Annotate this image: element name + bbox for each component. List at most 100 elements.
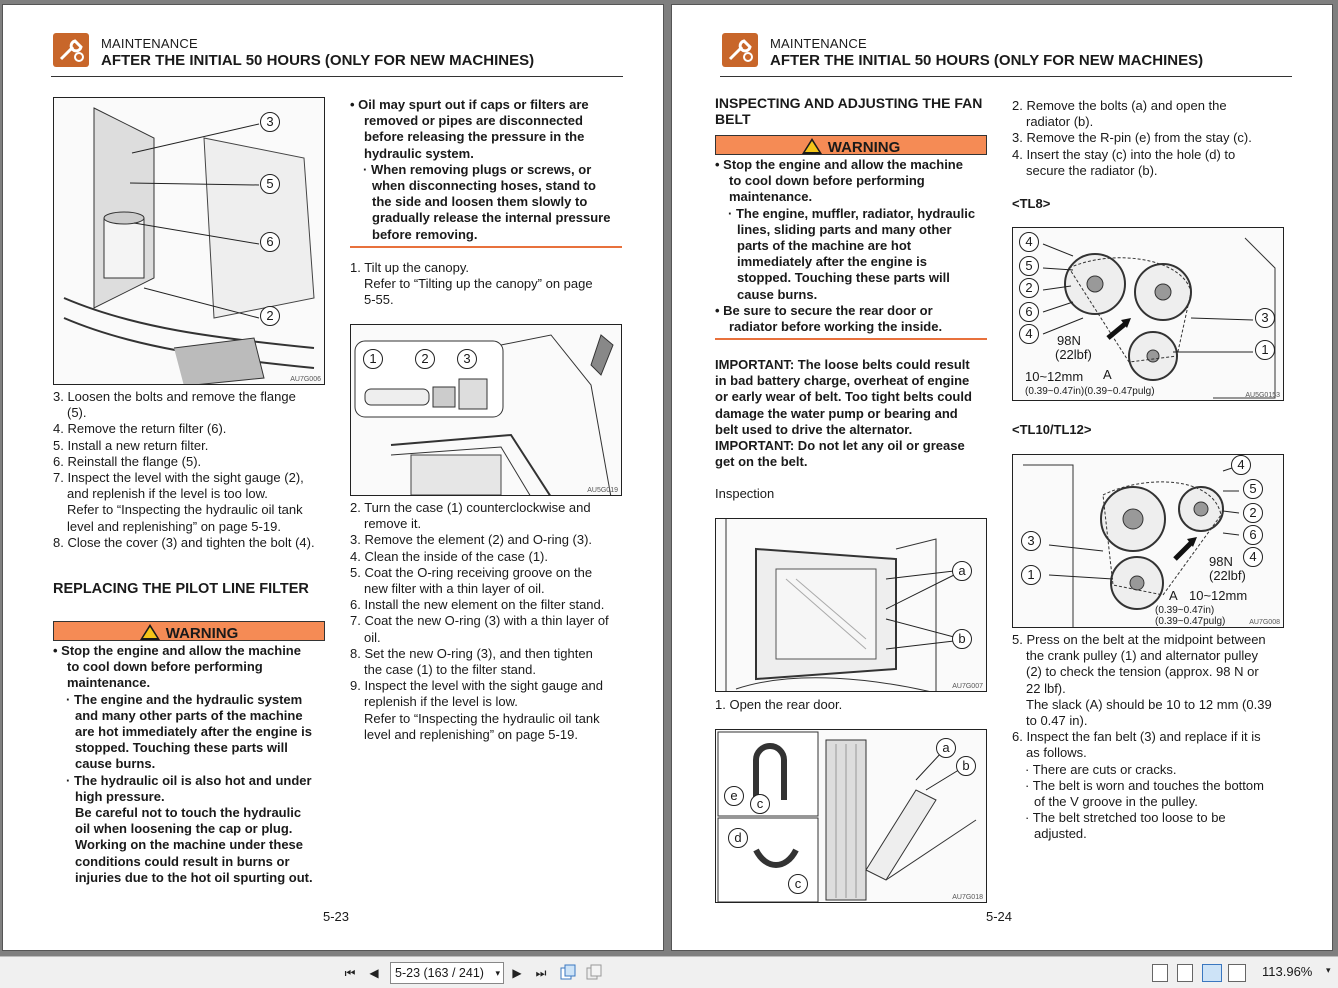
- text-line: 6. Install the new element on the filter…: [350, 597, 605, 613]
- text-line: maintenance.: [729, 189, 813, 205]
- text-line: · When removing plugs or screws, or: [363, 161, 592, 177]
- callout-b: b: [952, 629, 972, 649]
- callout-4: 4: [1019, 324, 1039, 344]
- text-line: 7. Coat the new O-ring (3) with a thin l…: [350, 613, 609, 629]
- text-line: 5. Coat the O-ring receiving groove on t…: [350, 564, 593, 580]
- next-page-button[interactable]: ▶: [512, 966, 522, 980]
- zoom-level[interactable]: 113.96%: [1262, 964, 1313, 979]
- warning-end-rule: [715, 338, 987, 341]
- callout-c: c: [788, 874, 808, 894]
- text-line: level and replenishing” on page 5-19.: [364, 726, 578, 742]
- figure-belt-tl10: 4 5 2 3 6 1 4 98N (22lbf) A 10~12mm (0.3…: [1012, 454, 1284, 628]
- text-line: · There are cuts or cracks.: [1025, 761, 1177, 777]
- text-line: oil when loosening the cap or plug.: [75, 821, 293, 837]
- text-line: radiator (b).: [1026, 114, 1094, 130]
- text-line: (2) to check the tension (approx. 98 N o…: [1026, 664, 1259, 680]
- figure-code: AU7G008: [1249, 619, 1280, 626]
- text-line: (5).: [67, 405, 87, 421]
- heading-fan-belt: INSPECTING AND ADJUSTING THE FAN BELT: [715, 95, 983, 128]
- warning-end-rule: [350, 245, 622, 248]
- text-line: removed or pipes are disconnected: [364, 113, 583, 129]
- model-label-tl8: <TL8>: [1012, 196, 1051, 211]
- text-line: · The hydraulic oil is also hot and unde…: [66, 772, 312, 788]
- single-page-view-icon[interactable]: [1152, 964, 1168, 982]
- text-line: and many other parts of the machine: [75, 707, 303, 723]
- text-line: to 0.47 in).: [1026, 713, 1088, 729]
- callout-3: 3: [457, 349, 477, 369]
- text-line: cause burns.: [75, 756, 156, 772]
- figure-code: AU5G019: [587, 487, 618, 494]
- copy-page-icon[interactable]: [560, 964, 576, 980]
- callout-2: 2: [1019, 278, 1039, 298]
- warning-label: WARNING: [827, 139, 901, 156]
- figure-belt-tl8: 4 5 2 6 4 3 1 98N (22lbf) 10~12mm A (0.3…: [1012, 227, 1284, 401]
- header-section: MAINTENANCE: [770, 36, 867, 51]
- text-line: • Be sure to secure the rear door or: [715, 302, 933, 318]
- text-line: Working on the machine under these: [75, 837, 304, 853]
- page-field-value: 5-23 (163 / 241): [395, 966, 484, 980]
- last-page-button[interactable]: ⏭: [535, 966, 547, 980]
- text-line: the case (1) to the filter stand.: [364, 662, 536, 678]
- continuous-view-icon[interactable]: [1177, 964, 1193, 982]
- callout-2: 2: [415, 349, 435, 369]
- chevron-down-icon[interactable]: ▾: [495, 968, 500, 978]
- callout-b: b: [956, 756, 976, 776]
- belt-force: 98N: [1209, 554, 1233, 569]
- callout-1: 1: [1255, 340, 1275, 360]
- text-line: 5. Install a new return filter.: [53, 437, 209, 453]
- two-page-view-icon[interactable]: [1202, 964, 1222, 982]
- text-line: the crank pulley (1) and alternator pull…: [1026, 648, 1258, 664]
- text-line: radiator before working the inside.: [729, 319, 943, 335]
- callout-1: 1: [363, 349, 383, 369]
- two-page-continuous-view-icon[interactable]: [1228, 964, 1246, 982]
- extract-page-icon[interactable]: [586, 964, 602, 980]
- figure-code: AU5G0153: [1245, 392, 1280, 399]
- belt-force: 98N: [1057, 333, 1081, 348]
- text-line: Refer to “Inspecting the hydraulic oil t…: [364, 710, 600, 726]
- text-line: cause burns.: [737, 286, 818, 302]
- warning-triangle-icon: [801, 138, 822, 154]
- page-number: 5-24: [986, 909, 1013, 924]
- text-line: are hot immediately after the engine is: [75, 724, 312, 740]
- page-header: MAINTENANCE AFTER THE INITIAL 50 HOURS (…: [720, 31, 1292, 77]
- text-line: oil.: [364, 629, 381, 645]
- callout-6: 6: [260, 232, 280, 252]
- text-line: • Stop the engine and allow the machine: [53, 643, 301, 658]
- chevron-down-icon[interactable]: ▾: [1326, 965, 1331, 975]
- text-line: • Stop the engine and allow the machine: [715, 157, 963, 172]
- text-line: 4. Insert the stay (c) into the hole (d)…: [1012, 146, 1236, 162]
- text-line: in bad battery charge, overheat of engin…: [715, 373, 970, 389]
- text-line: as follows.: [1026, 745, 1087, 761]
- text-line: 9. Inspect the level with the sight gaug…: [350, 678, 603, 694]
- text-line: IMPORTANT: Do not let any oil or grease: [715, 438, 965, 454]
- page-left: MAINTENANCE AFTER THE INITIAL 50 HOURS (…: [2, 4, 664, 951]
- model-label-tl10: <TL10/TL12>: [1012, 422, 1092, 437]
- wrench-icon: [53, 33, 89, 67]
- belt-force-lbf: (22lbf): [1055, 347, 1092, 362]
- text-line: to cool down before performing: [729, 173, 925, 189]
- callout-4: 4: [1231, 455, 1251, 475]
- warning-block-2: WARNING • Stop the engine and allow the …: [715, 135, 987, 341]
- wrench-icon: [722, 33, 758, 67]
- text-line: · The belt is worn and touches the botto…: [1025, 777, 1264, 793]
- warning-block-1b: • Oil may spurt out if caps or filters a…: [350, 97, 622, 248]
- callout-3: 3: [260, 112, 280, 132]
- steps-pilot-filter: 2. Turn the case (1) counterclockwise an…: [350, 500, 630, 743]
- first-page-button[interactable]: ⏮: [344, 966, 356, 980]
- page-number-field[interactable]: 5-23 (163 / 241) ▾: [390, 962, 504, 984]
- text-line: 5. Press on the belt at the midpoint bet…: [1012, 632, 1266, 647]
- header-title: AFTER THE INITIAL 50 HOURS (ONLY FOR NEW…: [770, 52, 1204, 69]
- text-line: 2. Turn the case (1) counterclockwise an…: [350, 500, 591, 515]
- callout-5: 5: [1019, 256, 1039, 276]
- callout-5: 5: [1243, 479, 1263, 499]
- text-line: Be careful not to touch the hydraulic: [75, 805, 302, 821]
- text-line: 4. Remove the return filter (6).: [53, 421, 227, 437]
- text-line: 6. Inspect the fan belt (3) and replace …: [1012, 729, 1261, 745]
- page-header: MAINTENANCE AFTER THE INITIAL 50 HOURS (…: [51, 31, 623, 77]
- text-line: the side and loosen them slowly to: [372, 194, 588, 210]
- figure-radiator-stay: a b e c d c AU7G018: [715, 729, 987, 903]
- previous-page-button[interactable]: ◀: [369, 966, 379, 980]
- text-line: belt used to drive the alternator.: [715, 421, 913, 437]
- slack-label-a: A: [1169, 588, 1178, 603]
- warning-banner: WARNING: [53, 621, 325, 642]
